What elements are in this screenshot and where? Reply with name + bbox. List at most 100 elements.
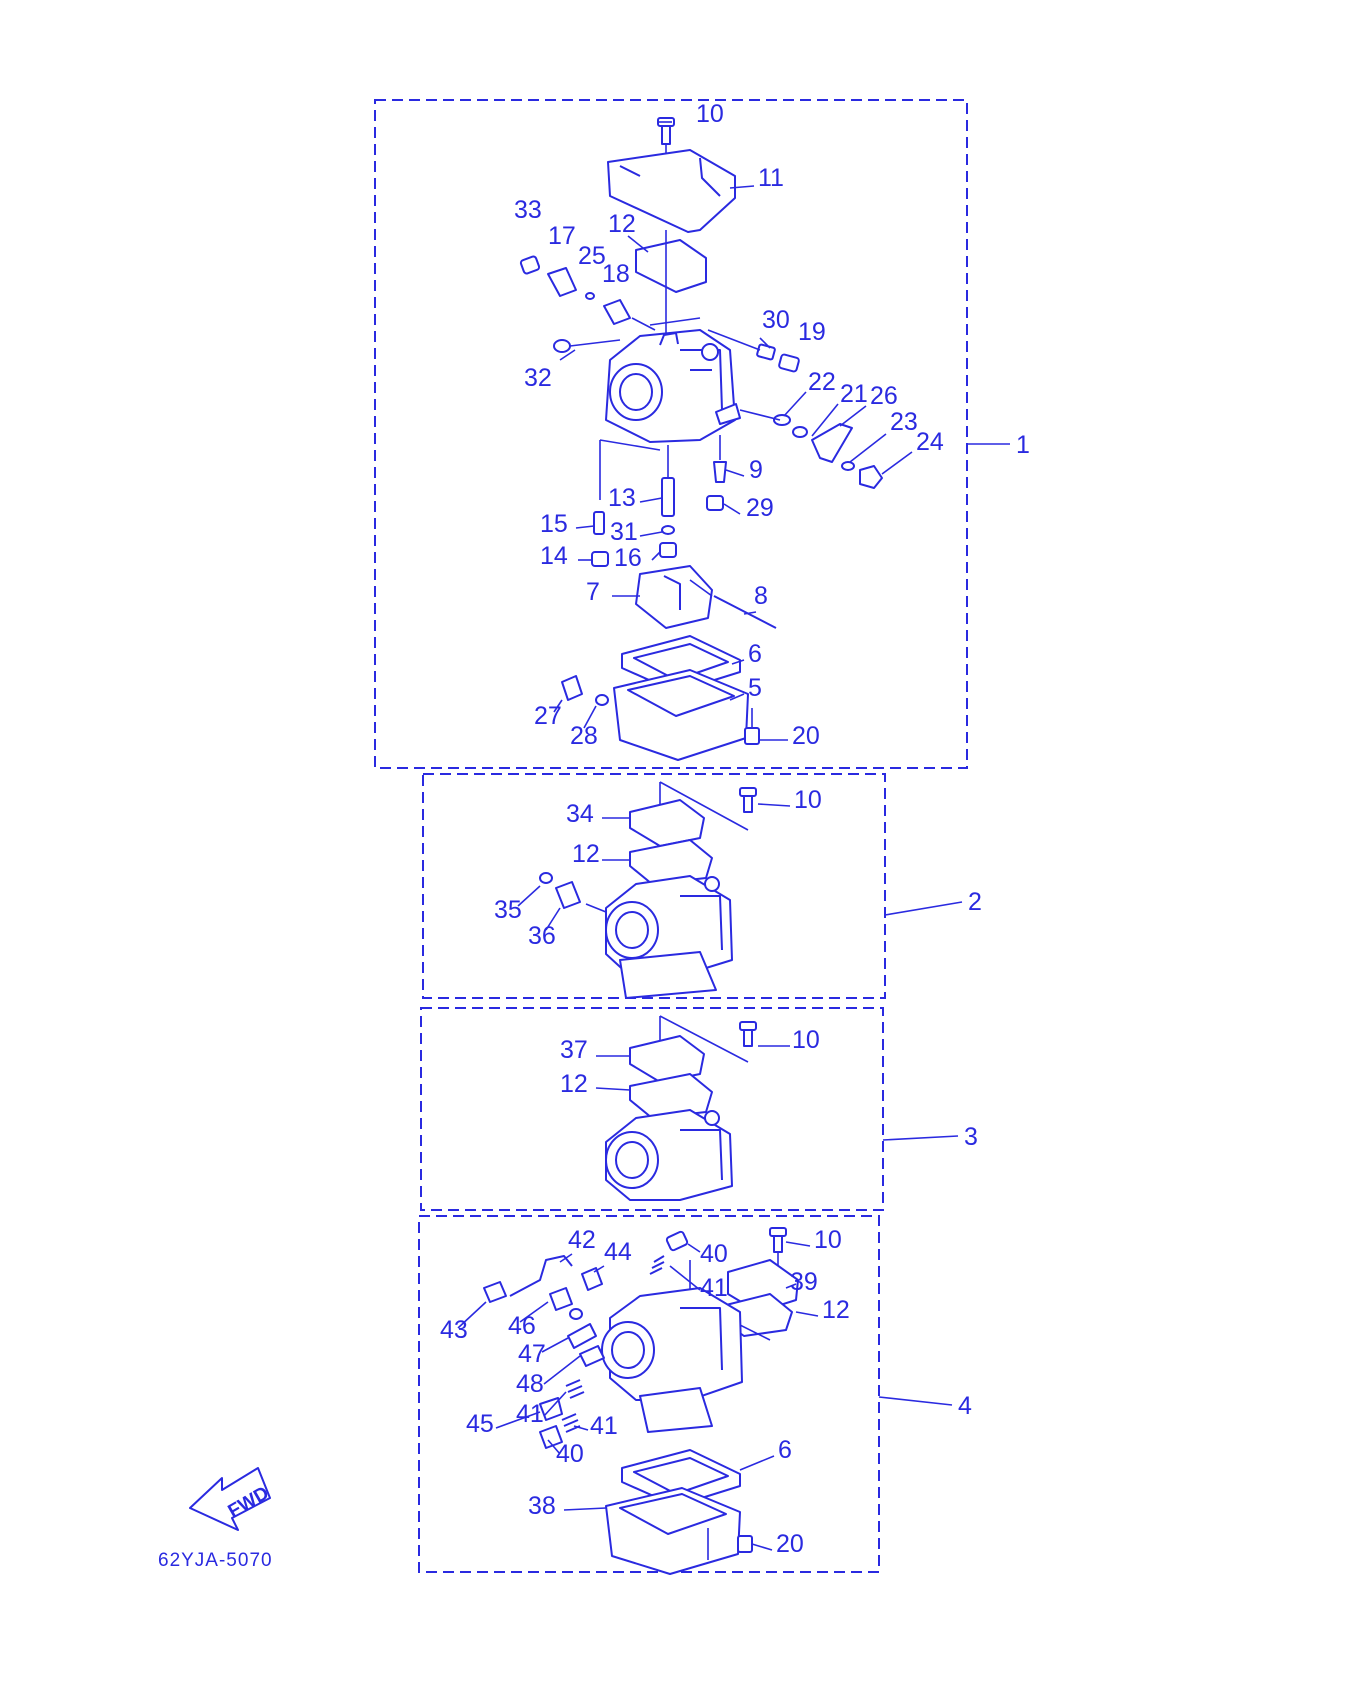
callout-leader [839,405,867,427]
callout-leader [547,1439,561,1455]
callout-leader [559,1253,573,1263]
callout-28: 28 [570,722,598,750]
assembly-label-2: 2 [968,888,982,916]
callout-30: 30 [762,306,790,334]
callout-leader [457,1301,487,1329]
callout-44: 44 [604,1238,632,1266]
assembly-box-3 [420,1007,884,1211]
callout-leader [543,1391,567,1417]
callout-leader [783,391,807,417]
callout-6: 6 [778,1436,792,1464]
callout-leader [595,1087,631,1091]
callout-leader [759,337,771,349]
callout-7: 7 [586,578,600,606]
callout-leader [811,403,839,437]
fwd-arrow-icon: FWD [189,1467,273,1531]
callout-40: 40 [700,1240,728,1268]
callout-leader [795,1311,819,1317]
callout-leader [785,1241,811,1247]
assembly-box-1 [374,99,968,769]
callout-25: 25 [578,242,606,270]
callout-leader [517,885,541,907]
callout-leader [559,349,576,361]
callout-leader [729,185,755,189]
callout-41: 41 [700,1274,728,1302]
callout-23: 23 [890,408,918,436]
callout-36: 36 [528,922,556,950]
callout-5: 5 [748,674,762,702]
assembly-4-parts [483,1227,799,1575]
callout-10: 10 [814,1226,842,1254]
callout-leader [785,1283,797,1289]
callout-20: 20 [792,722,820,750]
callout-leader [495,1411,541,1429]
callout-21: 21 [840,380,868,408]
callout-leader [723,503,741,515]
callout-48: 48 [516,1370,544,1398]
callout-17: 17 [548,222,576,250]
callout-12: 12 [608,210,636,238]
callout-leader [545,907,561,931]
callout-leader [563,1507,607,1511]
callout-12: 12 [822,1296,850,1324]
callout-leader [725,469,745,477]
callout-32: 32 [524,364,552,392]
assembly-box-4 [418,1215,880,1573]
callout-leader [543,1355,581,1385]
callout-43: 43 [440,1316,468,1344]
callout-19: 19 [798,318,826,346]
callout-leader [575,525,595,529]
callout-20: 20 [776,1530,804,1558]
callout-11: 11 [758,164,784,192]
callout-18: 18 [602,260,630,288]
callout-leader [687,1243,701,1253]
callout-13: 13 [608,484,636,512]
callout-12: 12 [572,840,600,868]
callout-10: 10 [696,100,724,128]
callout-29: 29 [746,494,774,522]
callout-leader [731,659,745,665]
callout-35: 35 [494,896,522,924]
callout-40: 40 [556,1440,584,1468]
callout-31: 31 [610,518,638,546]
callout-41: 41 [516,1400,544,1428]
assembly-2-parts [539,781,757,999]
callout-leader [651,551,661,561]
callout-leader [639,497,663,503]
callout-42: 42 [568,1226,596,1254]
assembly-1-parts [519,117,883,761]
callout-27: 27 [534,702,562,730]
callout-47: 47 [518,1340,546,1368]
callout-33: 33 [514,196,542,224]
callout-leader [849,433,887,463]
assembly-box-2 [422,773,886,999]
callout-leader [593,1265,605,1273]
callout-8: 8 [754,582,768,610]
callout-16: 16 [614,544,642,572]
callout-37: 37 [560,1036,588,1064]
callout-26: 26 [870,382,898,410]
callout-15: 15 [540,510,568,538]
callout-34: 34 [566,800,594,828]
callout-9: 9 [749,456,763,484]
callout-46: 46 [508,1312,536,1340]
callout-39: 39 [790,1268,818,1296]
callout-41: 41 [590,1412,618,1440]
callout-leader [881,451,913,475]
callout-leader [739,1455,775,1471]
callout-leader [751,1543,773,1551]
callout-24: 24 [916,428,944,456]
callout-leader [669,1265,701,1291]
callout-leader [627,235,649,253]
callout-22: 22 [808,368,836,396]
callout-leader [573,1425,589,1431]
callout-10: 10 [792,1026,820,1054]
callout-6: 6 [748,640,762,668]
callout-leader [583,705,597,729]
callout-leader [553,699,563,713]
callout-leader [743,611,757,615]
callout-12: 12 [560,1070,588,1098]
callout-10: 10 [794,786,822,814]
